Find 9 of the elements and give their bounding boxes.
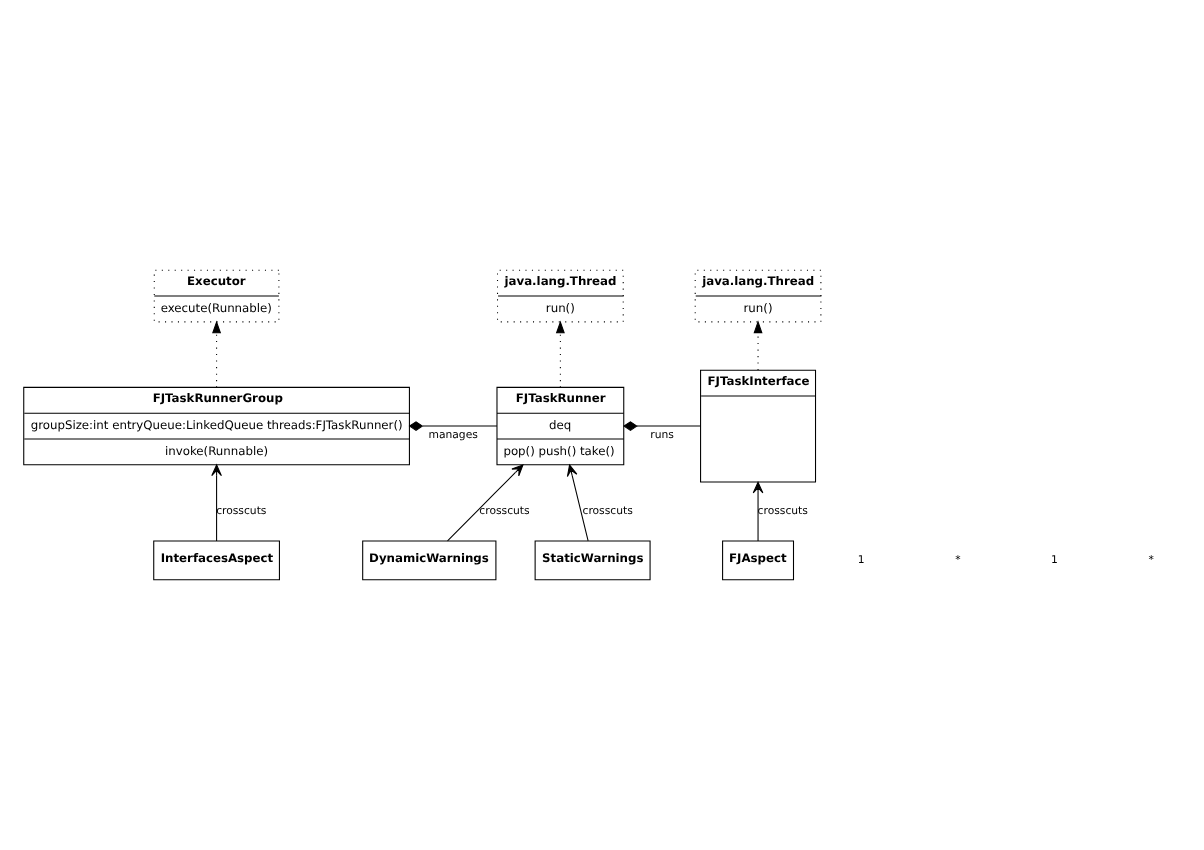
connector bbox=[623, 421, 702, 431]
arrow bbox=[211, 464, 222, 542]
arrow bbox=[447, 464, 524, 542]
arrow bbox=[212, 320, 222, 388]
arrow bbox=[752, 481, 764, 542]
arrow bbox=[555, 320, 565, 388]
arrow bbox=[566, 464, 589, 542]
arrow bbox=[753, 320, 763, 371]
connector bbox=[408, 421, 498, 431]
